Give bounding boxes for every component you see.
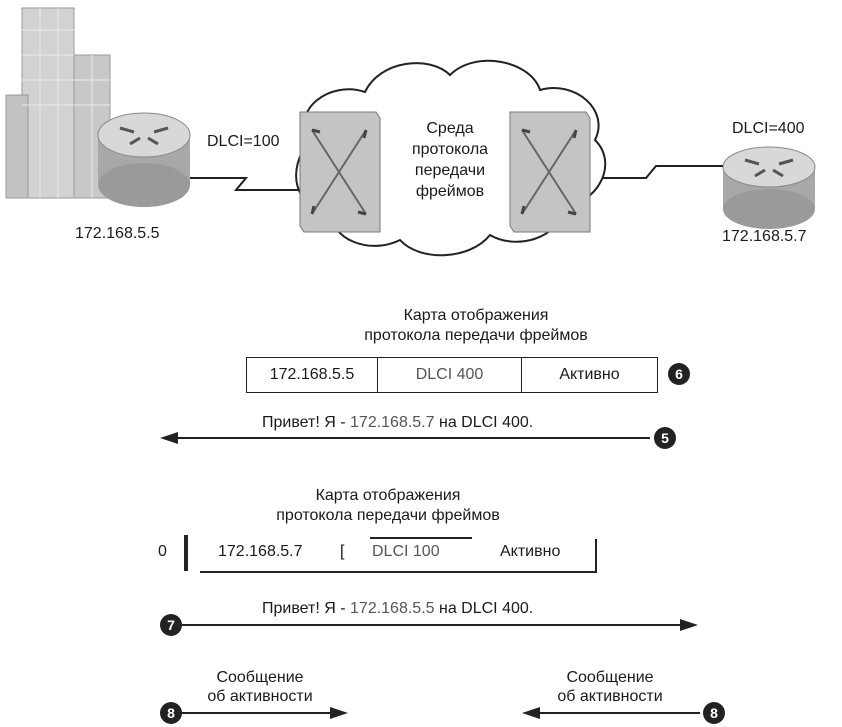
msg5-text: Привет! Я - 172.168.5.7 на DLCI 400. bbox=[262, 414, 533, 432]
arrow-8-right-head bbox=[522, 707, 540, 719]
msg5-prefix: Привет! Я - bbox=[262, 414, 350, 431]
map2-status-cell: Активно bbox=[500, 543, 560, 561]
msg7-text: Привет! Я - 172.168.5.5 на DLCI 400. bbox=[262, 600, 533, 618]
msg7-suffix: на DLCI 400. bbox=[435, 600, 534, 617]
msg7-ip: 172.168.5.5 bbox=[350, 600, 435, 617]
right-router-ip: 172.168.5.7 bbox=[722, 228, 807, 246]
left-switch-icon bbox=[300, 112, 380, 232]
map1-table: 172.168.5.5 DLCI 400 Активно bbox=[246, 357, 658, 393]
left-router-icon bbox=[98, 113, 190, 207]
building-icon bbox=[6, 8, 110, 198]
map1-title: Карта отображения протокола передачи фре… bbox=[340, 306, 612, 346]
arrow-7-head bbox=[680, 619, 698, 631]
step-7-badge: 7 bbox=[160, 614, 182, 636]
map2-bracket: [ bbox=[340, 543, 344, 561]
arrow-8-left-head bbox=[330, 707, 348, 719]
keepalive-right-label: Сообщение об активности bbox=[545, 668, 675, 706]
right-switch-icon bbox=[510, 112, 590, 232]
map1-dlci-cell: DLCI 400 bbox=[378, 358, 522, 392]
map1-status-cell: Активно bbox=[522, 358, 657, 392]
left-serial-link bbox=[190, 178, 300, 190]
step-8-left-badge: 8 bbox=[160, 702, 182, 724]
right-router-icon bbox=[723, 147, 815, 229]
map2-title: Карта отображения протокола передачи фре… bbox=[252, 486, 524, 526]
keepalive-left-line-2: об активности bbox=[195, 687, 325, 706]
msg7-prefix: Привет! Я - bbox=[262, 600, 350, 617]
cloud-label-line-3: передачи bbox=[395, 160, 505, 181]
step-5-badge: 5 bbox=[654, 427, 676, 449]
keepalive-right-line-2: об активности bbox=[545, 687, 675, 706]
keepalive-right-line-1: Сообщение bbox=[545, 668, 675, 687]
right-dlci-label: DLCI=400 bbox=[732, 120, 805, 138]
map2-ip-cell: 172.168.5.7 bbox=[218, 543, 303, 561]
map2-left-mark: 0 bbox=[158, 543, 167, 561]
map2-dlci-cell: DLCI 100 bbox=[372, 543, 440, 561]
cloud-label-line-2: протокола bbox=[395, 139, 505, 160]
cloud-label-line-1: Среда bbox=[395, 118, 505, 139]
step-6-badge: 6 bbox=[668, 363, 690, 385]
msg5-suffix: на DLCI 400. bbox=[435, 414, 534, 431]
left-router-ip: 172.168.5.5 bbox=[75, 225, 160, 243]
keepalive-left-label: Сообщение об активности bbox=[195, 668, 325, 706]
keepalive-left-line-1: Сообщение bbox=[195, 668, 325, 687]
cloud-label-line-4: фреймов bbox=[395, 181, 505, 202]
map1-ip-cell: 172.168.5.5 bbox=[247, 358, 378, 392]
arrow-5-head bbox=[160, 432, 178, 444]
left-dlci-label: DLCI=100 bbox=[207, 133, 280, 151]
map1-title-line-2: протокола передачи фреймов bbox=[340, 326, 612, 346]
map1-title-line-1: Карта отображения bbox=[340, 306, 612, 326]
map2-title-line-1: Карта отображения bbox=[252, 486, 524, 506]
msg5-ip: 172.168.5.7 bbox=[350, 414, 435, 431]
map2-title-line-2: протокола передачи фреймов bbox=[252, 506, 524, 526]
step-8-right-badge: 8 bbox=[703, 702, 725, 724]
cloud-label: Среда протокола передачи фреймов bbox=[395, 118, 505, 202]
